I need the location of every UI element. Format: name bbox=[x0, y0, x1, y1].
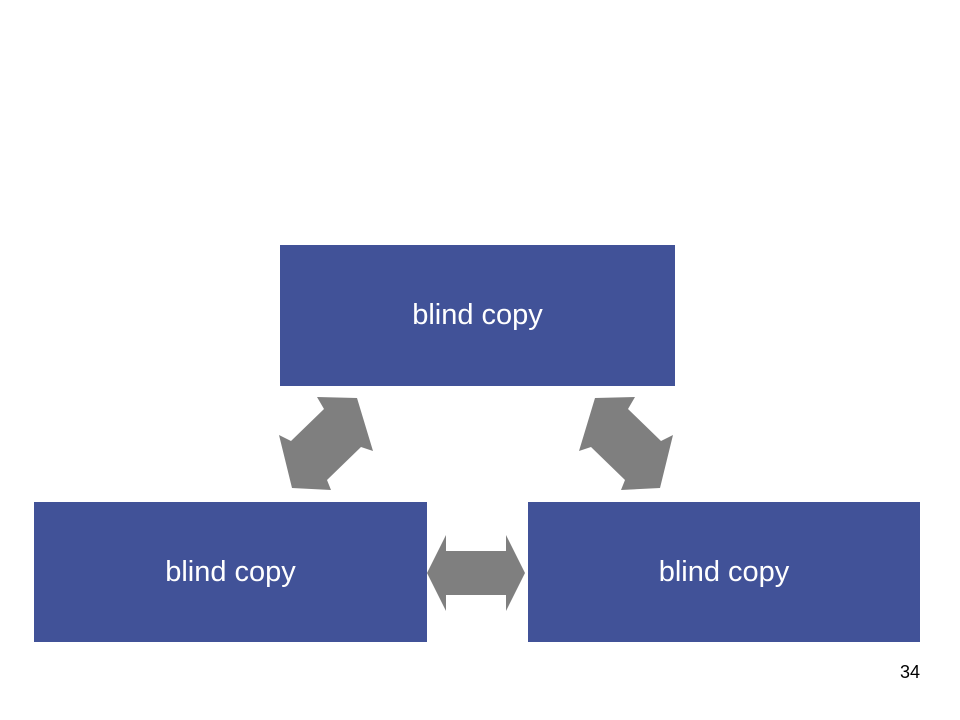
double-arrow-icon bbox=[579, 397, 673, 490]
double-arrow-icon bbox=[279, 397, 373, 490]
page-number: 34 bbox=[899, 662, 920, 682]
diagram-node-right: blind copy bbox=[528, 502, 920, 642]
double-arrow-icon bbox=[427, 535, 525, 611]
diagram-node-top: blind copy bbox=[280, 245, 675, 386]
node-label-top: blind copy bbox=[412, 299, 543, 331]
diagram-node-left: blind copy bbox=[34, 502, 427, 642]
node-label-left: blind copy bbox=[165, 555, 296, 588]
node-label-right: blind copy bbox=[658, 555, 790, 588]
